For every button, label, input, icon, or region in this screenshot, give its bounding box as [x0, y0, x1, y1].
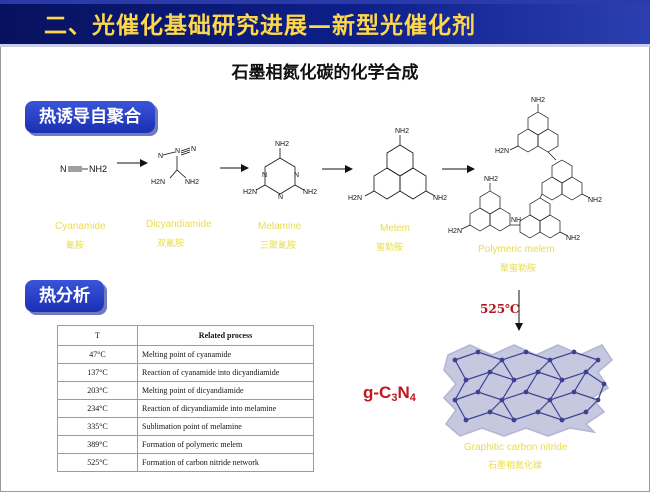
- melamine-nh2-top: NH2: [275, 141, 289, 148]
- temperature-label: 525℃: [480, 302, 520, 316]
- dicyandiamide-h2n-label: H2N: [151, 179, 165, 186]
- cell-temperature: 137°C: [57, 363, 138, 382]
- cell-temperature: 234°C: [57, 399, 138, 418]
- dicyandiamide-n2-label: N: [175, 148, 180, 155]
- melem-h2n-left: H2N: [348, 195, 362, 202]
- formula-sub-3: 3: [391, 392, 398, 404]
- poly-h2n-1: H2N: [495, 148, 509, 155]
- melamine-n1: N: [262, 172, 267, 179]
- table-header-row: T Related process: [57, 325, 314, 346]
- melamine-n3: N: [278, 194, 283, 201]
- cell-temperature: 389°C: [57, 435, 138, 454]
- caption-polymeric-melem-cn: 聚蜜勒胺: [500, 264, 537, 274]
- cyanamide-structure: N NH2: [60, 164, 107, 174]
- cell-temperature: 47°C: [57, 345, 138, 364]
- cyanamide-n-label: N: [60, 164, 67, 174]
- caption-melamine-cn: 三聚氰胺: [260, 241, 297, 251]
- page-title: 二、光催化基础研究进展—新型光催化剂: [44, 12, 476, 39]
- caption-melamine-en: Melamine: [258, 221, 302, 232]
- formula-n: N: [397, 383, 410, 402]
- caption-melem-cn: 蜜勒胺: [376, 243, 404, 253]
- caption-graphitic-carbon-nitride-en: Graphitic carbon nitride: [464, 442, 568, 453]
- cell-temperature: 525°C: [57, 453, 138, 472]
- poly-nh2-right: NH2: [588, 197, 602, 204]
- caption-dicyandiamide-cn: 双氰胺: [157, 239, 185, 249]
- cyanamide-nh2-label: NH2: [89, 164, 107, 174]
- header-accent-stripe: [0, 0, 650, 4]
- cell-temperature: 203°C: [57, 381, 138, 400]
- poly-nh2-top: NH2: [531, 97, 545, 104]
- caption-dicyandiamide-en: Dicyandiamide: [146, 219, 212, 230]
- cell-process: Formation of carbon nitride network: [137, 453, 314, 472]
- caption-melem-en: Melem: [380, 223, 411, 234]
- caption-graphitic-carbon-nitride-cn: 石墨相氮化碳: [488, 461, 543, 471]
- dicyandiamide-nh2-label: NH2: [185, 179, 199, 186]
- melamine-nh2-right: NH2: [303, 189, 317, 196]
- slide-subtitle: 石墨相氮化碳的化学合成: [231, 63, 419, 83]
- cell-temperature: 335°C: [57, 417, 138, 436]
- cell-process: Reaction of dicyandiamide into melamine: [137, 399, 314, 418]
- caption-polymeric-melem-en: Polymeric melem: [478, 244, 555, 255]
- header-divider: [0, 44, 650, 47]
- melem-nh2-top: NH2: [395, 128, 409, 135]
- caption-cyanamide-cn: 氰胺: [66, 241, 85, 251]
- cell-process: Melting point of cyanamide: [137, 345, 314, 364]
- column-header-process: Related process: [137, 325, 314, 346]
- section-label-thermal-analysis: 热分析: [25, 280, 104, 312]
- melamine-structure: NH2 NH2 H2N N N N: [243, 141, 317, 201]
- cell-process: Melting point of dicyandiamide: [137, 381, 314, 400]
- header-bar: 二、光催化基础研究进展—新型光催化剂: [0, 0, 650, 44]
- polymeric-melem-labels: NH2 H2N NH2 NH2 H2N NH2 NH: [448, 97, 602, 242]
- dicyandiamide-n3-label: N: [191, 146, 196, 153]
- melem-nh2-right: NH2: [433, 195, 447, 202]
- poly-nh-link: NH: [511, 217, 521, 224]
- poly-nh2-bottom: NH2: [566, 235, 580, 242]
- melamine-n2: N: [294, 172, 299, 179]
- dicyandiamide-n-label: N: [158, 153, 163, 160]
- graphitic-carbon-nitride-network: [442, 343, 614, 437]
- cell-process: Formation of polymeric melem: [137, 435, 314, 454]
- melem-structure: NH2 H2N NH2: [348, 128, 447, 202]
- caption-cyanamide-en: Cyanamide: [55, 221, 106, 232]
- product-formula: g-C3N4: [363, 383, 416, 404]
- section-label-thermal-polymerization: 热诱导自聚合: [25, 101, 155, 133]
- cell-process: Sublimation point of melamine: [137, 417, 314, 436]
- polymeric-melem-structure: [461, 104, 591, 239]
- poly-h2n-left: H2N: [448, 228, 462, 235]
- network-bonds: [454, 351, 605, 421]
- formula-sub-4: 4: [409, 392, 416, 404]
- poly-nh2-mid: NH2: [484, 176, 498, 183]
- melamine-h2n-left: H2N: [243, 189, 257, 196]
- cell-process: Reaction of cyanamide into dicyandiamide: [137, 363, 314, 382]
- formula-g-c: g-C: [363, 383, 392, 402]
- dicyandiamide-structure: N N N H2N NH2: [151, 146, 199, 186]
- column-header-temperature: T: [57, 325, 138, 346]
